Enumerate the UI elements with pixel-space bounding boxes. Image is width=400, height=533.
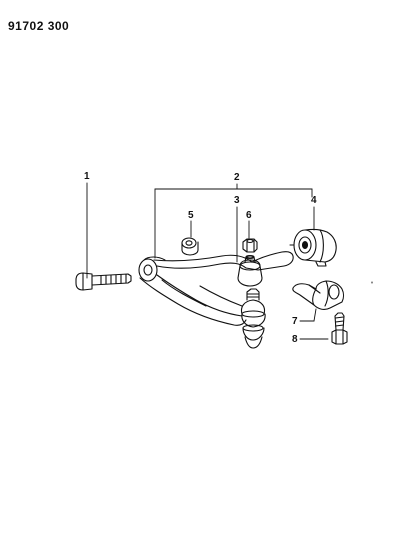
callout-5: 5 <box>188 210 194 221</box>
callout-3: 3 <box>234 195 240 206</box>
callout-8: 8 <box>292 334 298 345</box>
part-1-bolt <box>75 272 132 291</box>
callout-2: 2 <box>234 172 240 183</box>
leader-lines <box>86 182 329 340</box>
part-8-bolt <box>331 312 348 345</box>
part-2-lower-control-arm <box>138 251 294 326</box>
part-3-ball-joint-boot <box>237 254 263 287</box>
callout-7: 7 <box>292 316 298 327</box>
part-4-bushing <box>289 228 337 267</box>
callout-6: 6 <box>246 210 252 221</box>
callout-1: 1 <box>84 171 90 182</box>
part-5-bushing <box>181 237 199 256</box>
callout-4: 4 <box>311 195 317 206</box>
part-6-nut <box>242 238 258 253</box>
diagram-code: 91702 300 <box>8 19 70 33</box>
part-7-bracket <box>292 280 345 310</box>
ball-joint <box>240 288 266 349</box>
